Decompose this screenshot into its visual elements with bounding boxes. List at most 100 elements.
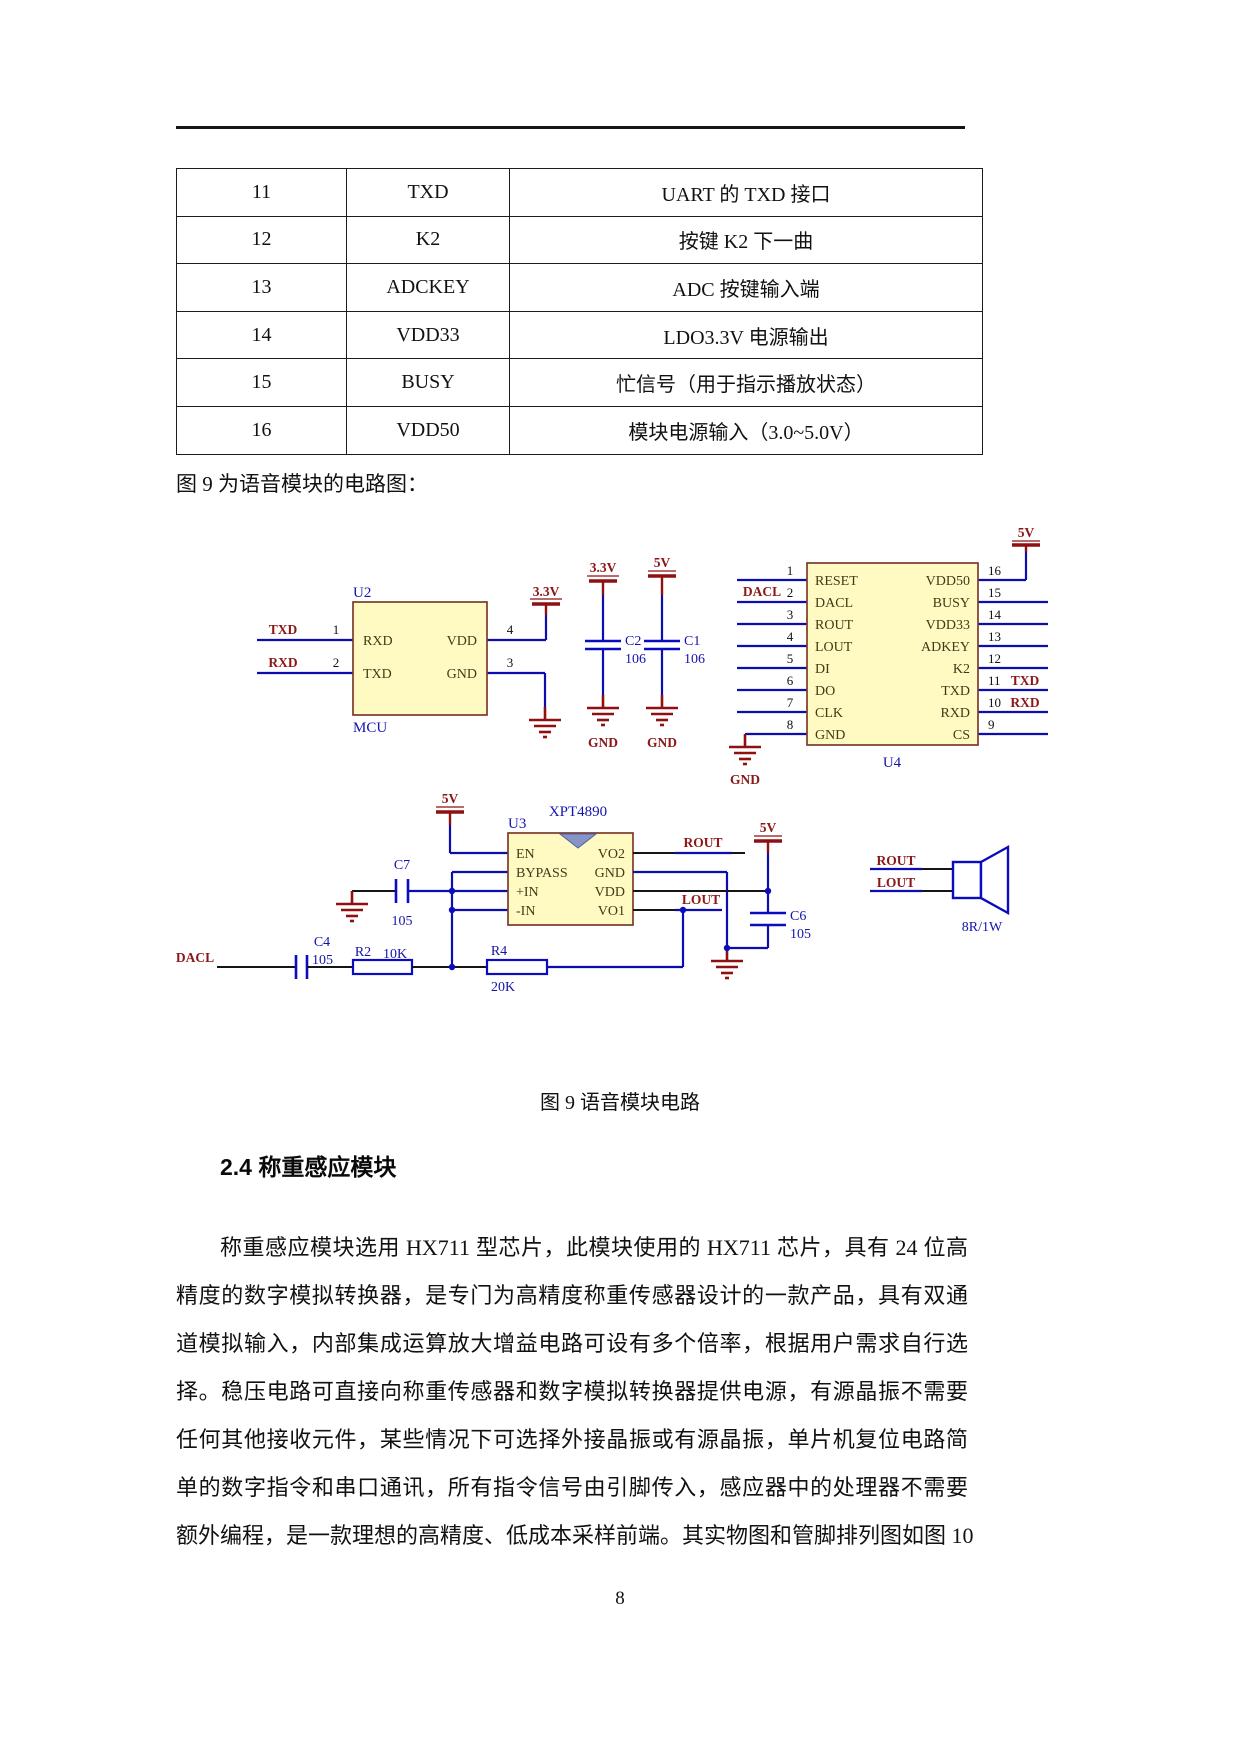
net-label-rxd: RXD xyxy=(268,655,297,670)
pin-desc-cell: ADC 按键输入端 xyxy=(509,263,983,312)
chip-notch xyxy=(558,833,598,849)
pin-desc-cell: 模块电源输入（3.0~5.0V） xyxy=(509,405,983,455)
junction-dots xyxy=(448,887,772,971)
pin-desc-cell: 忙信号（用于指示播放状态） xyxy=(509,358,983,407)
power-symbol-5v: 5V xyxy=(436,791,464,825)
power-label: 5V xyxy=(442,791,459,806)
pin-name: DACL xyxy=(815,596,853,611)
pin-number: 4 xyxy=(787,629,794,644)
voice-module-circuit-diagram: U2 TXD RXD 1 2 4 3 RXD TXD VDD GND MCU 3… xyxy=(176,525,1048,995)
gnd-symbol xyxy=(527,705,563,739)
figure-intro-text: 图 9 为语音模块的电路图： xyxy=(176,472,428,496)
pin-number: 2 xyxy=(787,585,794,600)
u3-chip-body xyxy=(507,832,634,926)
u3-amplifier-block: 5V U3 XPT4890 EN BYPASS +IN -IN VO2 GND … xyxy=(436,791,634,967)
cap-c7: C7 105 xyxy=(334,858,452,929)
pin-number: 14 xyxy=(988,607,1002,622)
net-label-dacl: DACL xyxy=(743,584,781,599)
cap-c2: 3.3V GND C2 106 xyxy=(585,560,646,750)
cap-value: 105 xyxy=(312,953,333,968)
pin-name: BUSY xyxy=(933,596,970,611)
cap-refdes: C7 xyxy=(394,858,410,873)
pin-number: 7 xyxy=(787,695,794,710)
power-symbol-5v: 5V xyxy=(754,820,782,913)
pin-name: LOUT xyxy=(815,640,853,655)
u3-refdes: U3 xyxy=(508,816,526,832)
table-row: 14 VDD33 LDO3.3V 电源输出 xyxy=(176,310,983,360)
pin-desc-cell: 按键 K2 下一曲 xyxy=(509,215,983,265)
pin-name: DI xyxy=(815,662,830,677)
table-row: 11 TXD UART 的 TXD 接口 xyxy=(176,168,983,217)
u2-refdes: U2 xyxy=(353,585,371,601)
pin-number-cell: 12 xyxy=(176,215,347,265)
pin-number: 5 xyxy=(787,651,794,666)
pin-name-cell: BUSY xyxy=(346,358,510,407)
wires xyxy=(257,615,548,707)
section-heading: 2.4 称重感应模块 xyxy=(220,1154,397,1180)
pin-name: VDD50 xyxy=(926,574,970,589)
pin-number: 8 xyxy=(787,717,794,732)
pin-number-cell: 16 xyxy=(176,405,347,455)
pin-number: 1 xyxy=(333,622,340,637)
pin-name-cell: ADCKEY xyxy=(346,263,510,312)
pin-number: 11 xyxy=(988,673,1001,688)
resistor-r2 xyxy=(351,958,414,976)
gnd-label: GND xyxy=(647,735,677,750)
u4-chip-body xyxy=(806,562,979,746)
resistor-r4 xyxy=(485,958,549,976)
figure-caption: 图 9 语音模块电路 xyxy=(540,1092,700,1114)
net-label-dacl: DACL xyxy=(176,950,214,965)
pin-name: VO2 xyxy=(598,847,625,862)
paragraph-line: 单的数字指令和串口通讯，所有指令信号由引脚传入，感应器中的处理器不需要 xyxy=(176,1475,968,1500)
power-symbol-5v: 5V xyxy=(1012,525,1040,552)
pin-number: 3 xyxy=(787,607,794,622)
net-label-rxd: RXD xyxy=(1010,695,1039,710)
paragraph-line: 称重感应模块选用 HX711 型芯片，此模块使用的 HX711 芯片，具有 24… xyxy=(220,1235,968,1260)
cap-value: 105 xyxy=(392,914,413,929)
speaker-body xyxy=(951,860,983,900)
resistor-refdes: R4 xyxy=(491,944,507,959)
gnd-symbol xyxy=(727,732,763,766)
resistor-refdes: R2 xyxy=(355,945,371,960)
pin-number: 16 xyxy=(988,563,1002,578)
pin-name: DO xyxy=(815,684,835,699)
table-row: 12 K2 按键 K2 下一曲 xyxy=(176,215,983,265)
pin-number: 9 xyxy=(988,717,995,732)
power-label: 3.3V xyxy=(533,584,560,599)
gnd-symbol xyxy=(585,693,621,727)
pin-name: RESET xyxy=(815,574,858,589)
paragraph-line: 道模拟输入，内部集成运算放大增益电路可设有多个倍率，根据用户需求自行选 xyxy=(176,1331,968,1356)
table-row: 13 ADCKEY ADC 按键输入端 xyxy=(176,263,983,312)
pin-name: VDD xyxy=(447,634,477,649)
cap-refdes: C1 xyxy=(684,634,700,649)
pin-name: -IN xyxy=(516,904,535,919)
net-label-txd: TXD xyxy=(269,622,298,637)
power-label: 5V xyxy=(1018,525,1035,540)
pin-number: 6 xyxy=(787,673,794,688)
amplifier-outputs: ROUT 5V LOUT C6 105 xyxy=(633,820,811,980)
cap-value: 105 xyxy=(790,927,811,942)
pin-number: 10 xyxy=(988,695,1001,710)
u2-mcu-label: MCU xyxy=(353,720,387,736)
resistor-value: 20K xyxy=(491,980,515,995)
paragraph-line: 精度的数字模拟转换器，是专门为高精度称重传感器设计的一款产品，具有双通 xyxy=(176,1283,968,1308)
pin-name-cell: K2 xyxy=(346,215,510,265)
pin-desc-cell: UART 的 TXD 接口 xyxy=(509,168,983,217)
table-row: 16 VDD50 模块电源输入（3.0~5.0V） xyxy=(176,405,983,455)
speaker: ROUT LOUT 8R/1W xyxy=(870,844,1010,935)
pin-number: 15 xyxy=(988,585,1001,600)
net-label-rout: ROUT xyxy=(683,835,722,850)
u4-voice-chip: U4 DACL 1 2 3 4 5 6 7 8 RESET DACL ROUT … xyxy=(727,525,1048,787)
page-number: 8 xyxy=(615,1588,625,1609)
pin-number: 12 xyxy=(988,651,1001,666)
u3-part-number: XPT4890 xyxy=(549,804,607,820)
pin-name: GND xyxy=(595,866,625,881)
u4-refdes: U4 xyxy=(883,755,902,771)
audio-input-network: DACL C4 105 R2 10K R4 20K xyxy=(176,910,685,995)
wires xyxy=(737,552,1048,736)
resistor-value: 10K xyxy=(383,947,407,962)
pin-name: RXD xyxy=(940,706,970,721)
power-label: 5V xyxy=(654,555,671,570)
gnd-symbol xyxy=(334,889,370,923)
